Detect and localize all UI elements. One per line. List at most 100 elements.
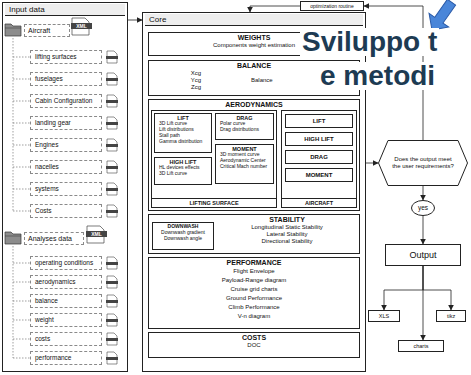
sub-box: DOWNWASHDownwash gradientDownwash angle [152,222,214,250]
box-text: Payload-Range diagram [151,276,357,285]
file-icon [106,295,118,307]
sub-box: HIGH LIFTHL devices effects3D Lift curve [154,157,212,185]
label-holder: e metodi [318,62,437,90]
file-icon [106,352,118,364]
overlay-title: e metodi [318,62,437,90]
box-heading: Analyses data [26,233,82,244]
sub-box: MOMENT3D moment curveAerodynamic CenterC… [215,144,274,184]
file-entry: aerodynamics [30,275,102,289]
box-heading: Costs [32,205,100,217]
box-heading: HIGH LIFT [287,133,351,145]
file-icon [106,183,118,195]
box-heading: performance [32,352,100,364]
flow-arrow [423,216,424,244]
box-text: Drag distributions [218,127,271,133]
box-heading: LIFTING SURFACE [152,198,276,207]
overlay-title: Sviluppo t [300,28,439,56]
tree-line [13,246,30,358]
input-panel: Input dataAircraft lifting surfaces fusela… [2,2,128,372]
box-heading: XLS [370,311,398,321]
box-heading: Output [388,245,458,265]
file-type-tag: XML [86,231,107,237]
file-entry: landing gear [30,116,102,130]
module-box: AERODYNAMICSLIFTING SURFACELIFT3D Lift c… [148,99,360,211]
file-entry: nacelles [30,160,102,174]
sub-box: LIFT3D Lift curveLift distributionsStall… [154,113,212,153]
box-heading: Aircraft [26,25,68,36]
process-box: optimization routine [300,1,364,11]
box-heading: STABILITY [217,216,357,224]
box-heading: operating conditions [32,257,100,269]
file-type-tag: XML [71,23,92,29]
box-text: Zcg [151,84,201,91]
box-heading: Engines [32,139,100,151]
file-entry: Cabin Configuration [30,94,102,108]
file-icon [106,139,118,151]
box-heading: PERFORMANCE [151,259,357,267]
file-entry: Engines [30,138,102,152]
label-holder: XML [71,23,92,29]
file-entry: operating conditions [30,256,102,270]
flow-arrow [366,163,378,164]
box-heading: yes [411,200,435,216]
folder-entry: Analyses data [24,232,84,245]
box-text: Cruise grid charts [151,285,357,294]
output-box: Output [385,244,461,266]
box-heading: Does the output meet the user requiremen… [392,156,454,170]
file-entry: Costs [30,204,102,218]
tree-line [13,38,30,211]
file-entry: weight [30,313,102,327]
folder-icon [5,232,21,244]
box-heading: AIRCRAFT [282,198,356,207]
label-holder: XML [86,231,107,237]
file-icon [106,205,118,217]
decision-hexagon: Does the output meet the user requiremen… [378,140,468,186]
file-entry: balance [30,294,102,308]
file-entry: costs [30,332,102,346]
box-heading: DRAG [287,151,351,163]
file-box: charts [398,340,444,352]
flow-arrow [384,266,423,310]
box-heading: charts [400,341,442,351]
box-text: Xcg [151,70,201,77]
box-heading: optimization routine [302,2,362,10]
box-text: Climb Performance [151,303,357,312]
sub-box: HIGH LIFT [285,132,353,146]
box-text: Lateral Stability [217,231,357,238]
box-text: Critical Mach number [218,164,271,170]
file-icon [106,51,118,63]
box-heading: nacelles [32,161,100,173]
box-heading: aerodynamics [32,276,100,288]
file-box: XLS [368,310,400,322]
junction-circle: yes [411,200,435,216]
flow-arrow [128,20,142,21]
box-heading: Input data [5,4,125,16]
file-icon [106,333,118,345]
sub-box: DRAGPolar curveDrag distributions [215,113,274,140]
box-heading: Cabin Configuration [32,95,100,107]
box-heading: landing gear [32,117,100,129]
box-heading: MOMENT [287,169,351,181]
file-entry: performance [30,351,102,365]
box-heading: fuselages [32,73,100,85]
box-text: Ground Performance [151,294,357,303]
file-box: tikz [436,310,466,322]
box-text: V-n diagram [151,312,357,321]
box-heading: weight [32,314,100,326]
box-heading: systems [32,183,100,195]
box-text: Gamma distribution [157,139,209,145]
box-heading: Core [145,14,363,26]
file-icon [106,276,118,288]
file-entry: systems [30,182,102,196]
box-text: Flight Envelope [151,267,357,276]
file-icon [106,117,118,129]
box-text: DOC [151,342,357,349]
file-icon [106,314,118,326]
box-heading: lifting surfaces [32,51,100,63]
label-holder: Sviluppo t [300,28,439,56]
box-text: 3D Lift curve [157,171,209,177]
folder-icon [5,24,21,36]
box-heading: LIFT [287,115,351,127]
flow-arrow [423,266,451,310]
folder-entry: Aircraft [24,24,70,37]
